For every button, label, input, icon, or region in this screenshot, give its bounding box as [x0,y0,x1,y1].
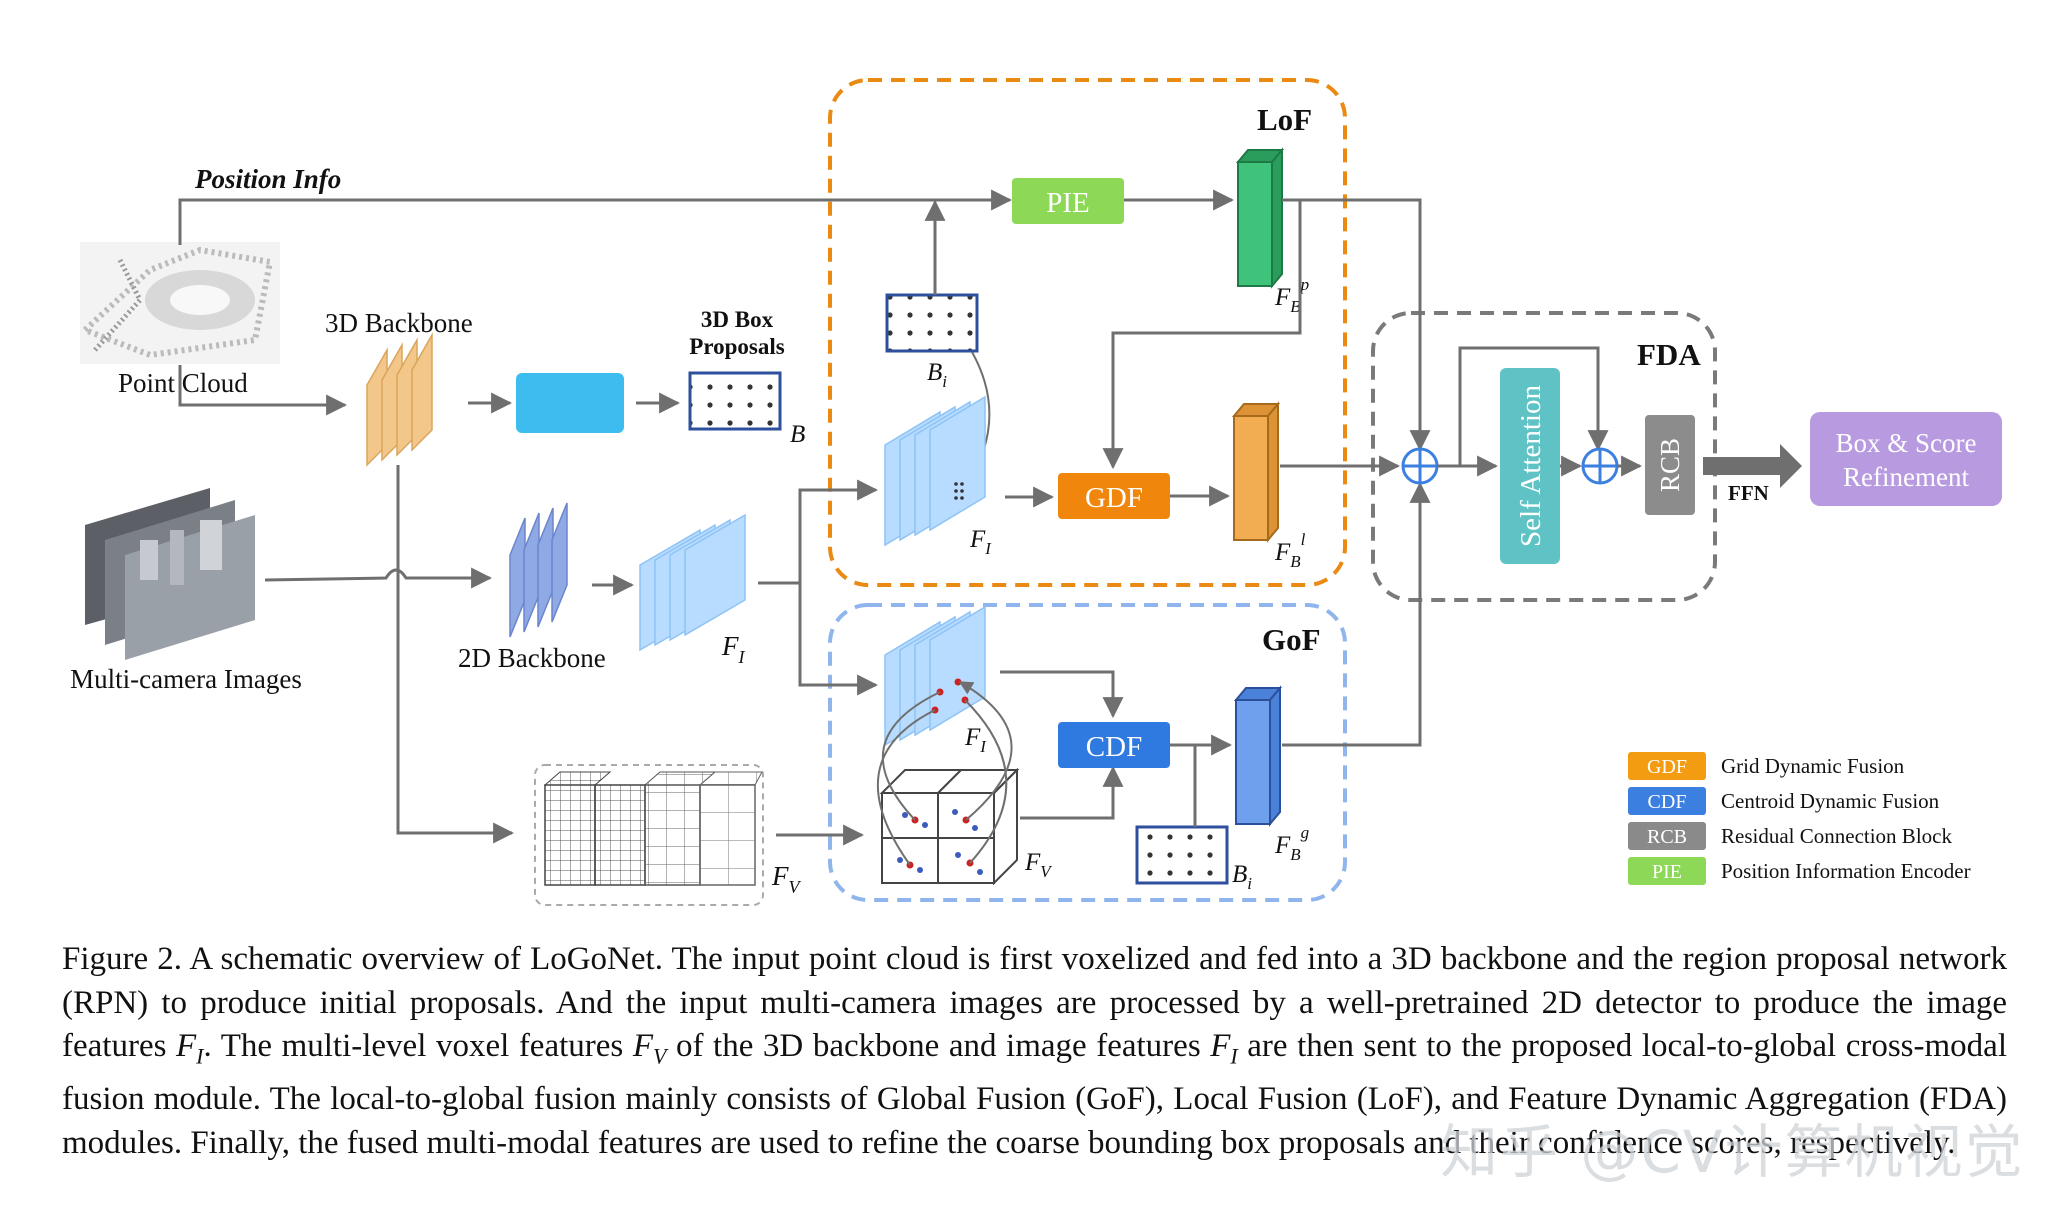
proposals-label-2: Proposals [689,334,784,359]
lof-bi-grid [885,293,979,353]
voxel-features [534,764,764,906]
gof-title: GoF [1262,622,1321,657]
pie-label: PIE [1046,187,1090,219]
legend-text-cdf: Centroid Dynamic Fusion [1721,789,1940,813]
sum-node-2 [1581,447,1619,485]
gof-fv-label: FV [1024,849,1053,881]
rcb-label: RCB [1655,438,1685,492]
legend-abbr-rcb: RCB [1647,826,1687,848]
fbp-to-gdf-arrow [1102,198,1302,470]
self-attention-block [1500,368,1560,564]
gof-bi-grid [1135,825,1229,885]
gof-region [828,603,1347,902]
gdf-label: GDF [1085,482,1143,514]
legend-swatch-cdf [1628,787,1706,815]
legend-abbr-pie: PIE [1652,861,1682,883]
position-info-label: Position Info [194,164,341,194]
fi-to-lof-arrow [798,479,879,583]
legend-swatch-pie [1628,857,1706,885]
proposals-symbol: B [790,421,805,448]
gof-voxel-cube [879,767,1020,886]
fv-label-left: FV [771,861,802,897]
proposals-grid [688,371,782,431]
rpn-block [516,373,624,433]
point-cloud-label: Point Cloud [118,368,248,398]
figure-caption: Figure 2. A schematic overview of LoGoNe… [62,941,2007,1161]
output-label-2: Refinement [1843,462,1969,492]
lof-fi-stack [884,395,986,547]
gof-projection-curve-3 [877,709,936,866]
fbp-to-fda-arrow [1300,198,1431,452]
fbp-label: FBp [1274,275,1309,316]
output-block [1810,412,2002,506]
gof-fv-to-cdf-arrow [1020,765,1124,820]
residual-skip-arrow [1458,346,1609,466]
logonet-diagram: LoF GoF FDA Point Cloud Position Info 3D… [70,78,2002,906]
gof-fi-label: FI [964,724,987,756]
backbone3d-block [366,332,433,467]
pc-to-backbone-arrow [178,365,348,416]
rcb-block [1645,415,1695,515]
fbl-label: FBl [1274,530,1306,571]
fbl-bar [1231,401,1281,543]
fi-to-gof-arrow [798,583,879,696]
legend-swatch-gdf [1628,752,1706,780]
backbone2d-label: 2D Backbone [458,643,606,673]
fbp-bar [1235,147,1285,289]
output-label-1: Box & Score [1836,428,1977,458]
proposals-label-1: 3D Box [701,307,774,332]
legend-swatch-rcb [1628,822,1706,850]
fi-label: FI [721,631,746,667]
fda-title: FDA [1637,337,1701,372]
lof-region [828,78,1347,587]
legend-abbr-cdf: CDF [1648,791,1687,813]
self-attention-label: Self Attention [1515,385,1547,547]
legend-text-rcb: Residual Connection Block [1721,824,1952,848]
legend-text-pie: Position Information Encoder [1721,859,1971,883]
gdf-block [1058,473,1170,519]
gof-bi-label: Bi [1232,861,1252,893]
position-info-arrow [178,189,1013,245]
images-to-backbone2d-arrow [264,567,493,589]
backbone2d-block [509,502,568,638]
pie-block [1012,178,1124,224]
cdf-block [1058,722,1170,768]
gof-projection-curve-1 [881,691,941,821]
multi-camera-label: Multi-camera Images [70,664,302,694]
legend-text-gdf: Grid Dynamic Fusion [1721,754,1905,778]
lof-fi-label: FI [969,526,992,558]
ffn-label: FFN [1728,481,1769,505]
multi-camera-image [85,488,255,660]
ffn-arrow [1703,444,1802,488]
fbg-bar [1233,685,1283,827]
backbone3d-label: 3D Backbone [325,308,473,338]
fbg-to-fda-arrow [1282,481,1431,747]
gof-fi-to-cdf-arrow [1000,670,1124,719]
point-cloud-image [79,242,280,364]
legend-abbr-gdf: GDF [1647,756,1687,778]
cdf-label: CDF [1086,731,1142,763]
fbg-label: FBg [1274,823,1309,864]
sum-node-1 [1401,447,1439,485]
lof-title: LoF [1257,102,1312,137]
gof-projection-curve-2 [958,681,1013,821]
gof-projection-curve-4 [964,699,1008,864]
watermark: 知乎 @CV计算机视觉 [1440,1118,2025,1186]
backbone-to-voxel-arrow [396,465,515,844]
lof-bi-label: Bi [927,359,947,391]
fi-feature-stack [639,513,746,652]
